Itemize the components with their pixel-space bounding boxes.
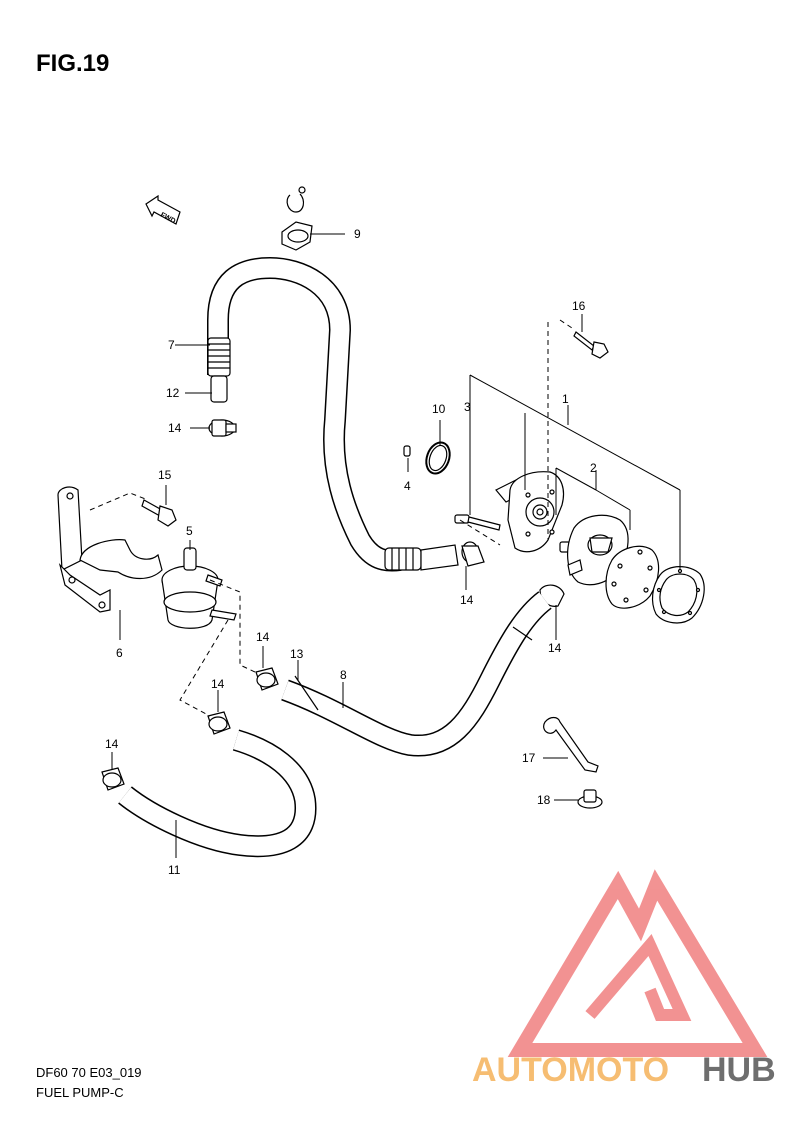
fwd-arrow-icon: FWD — [145, 194, 181, 225]
automotohub-watermark: AUTOMOTO HUB — [472, 869, 776, 1089]
callout-15: 15 — [158, 468, 172, 482]
section-name: FUEL PUMP-C — [36, 1085, 124, 1100]
hose-8 — [281, 591, 552, 757]
fuel-filter-5 — [161, 547, 237, 629]
hose-11 — [118, 729, 317, 858]
leader-lines — [111, 233, 681, 858]
hose-7 — [207, 256, 459, 572]
callout-7: 7 — [168, 338, 175, 352]
callout-4: 4 — [404, 479, 411, 493]
callout-9: 9 — [354, 227, 361, 241]
callout-2: 2 — [590, 461, 597, 475]
clamp-14-group — [101, 667, 279, 791]
callout-18: 18 — [537, 793, 551, 807]
watermark-text-hub: HUB — [702, 1051, 776, 1089]
dashed-lines — [89, 319, 573, 717]
grommet-18 — [577, 789, 603, 809]
callout-14-d: 14 — [256, 630, 270, 644]
callout-14-a: 14 — [168, 421, 182, 435]
callout-12: 12 — [166, 386, 180, 400]
callout-11: 11 — [168, 863, 181, 877]
callout-14-c: 14 — [548, 641, 562, 655]
callout-14-e: 14 — [211, 677, 225, 691]
clip-17 — [543, 716, 599, 773]
clamp-9 — [281, 186, 313, 251]
clamp-14-upper — [208, 419, 237, 437]
callout-1: 1 — [562, 392, 569, 406]
callout-17: 17 — [522, 751, 536, 765]
callout-10: 10 — [432, 402, 446, 416]
figure-title: FIG.19 — [36, 50, 110, 77]
callout-8: 8 — [340, 668, 347, 682]
watermark-logo-icon — [507, 869, 768, 1057]
callout-3: 3 — [464, 400, 471, 414]
callout-6: 6 — [116, 646, 123, 660]
callout-14-b: 14 — [460, 593, 474, 607]
fuel-pump-assembly — [403, 331, 705, 624]
model-code: DF60 70 E03_019 — [36, 1065, 142, 1080]
bracket-6 — [57, 486, 163, 613]
callout-5: 5 — [186, 524, 193, 538]
watermark-text-auto: AUTOMOTO — [472, 1051, 669, 1089]
callout-labels: 1 2 3 4 5 6 7 8 9 10 11 12 13 14 14 14 1… — [105, 227, 597, 877]
callout-13: 13 — [290, 647, 304, 661]
callout-16: 16 — [572, 299, 586, 313]
callout-14-f: 14 — [105, 737, 119, 751]
bolt-15 — [141, 499, 177, 527]
